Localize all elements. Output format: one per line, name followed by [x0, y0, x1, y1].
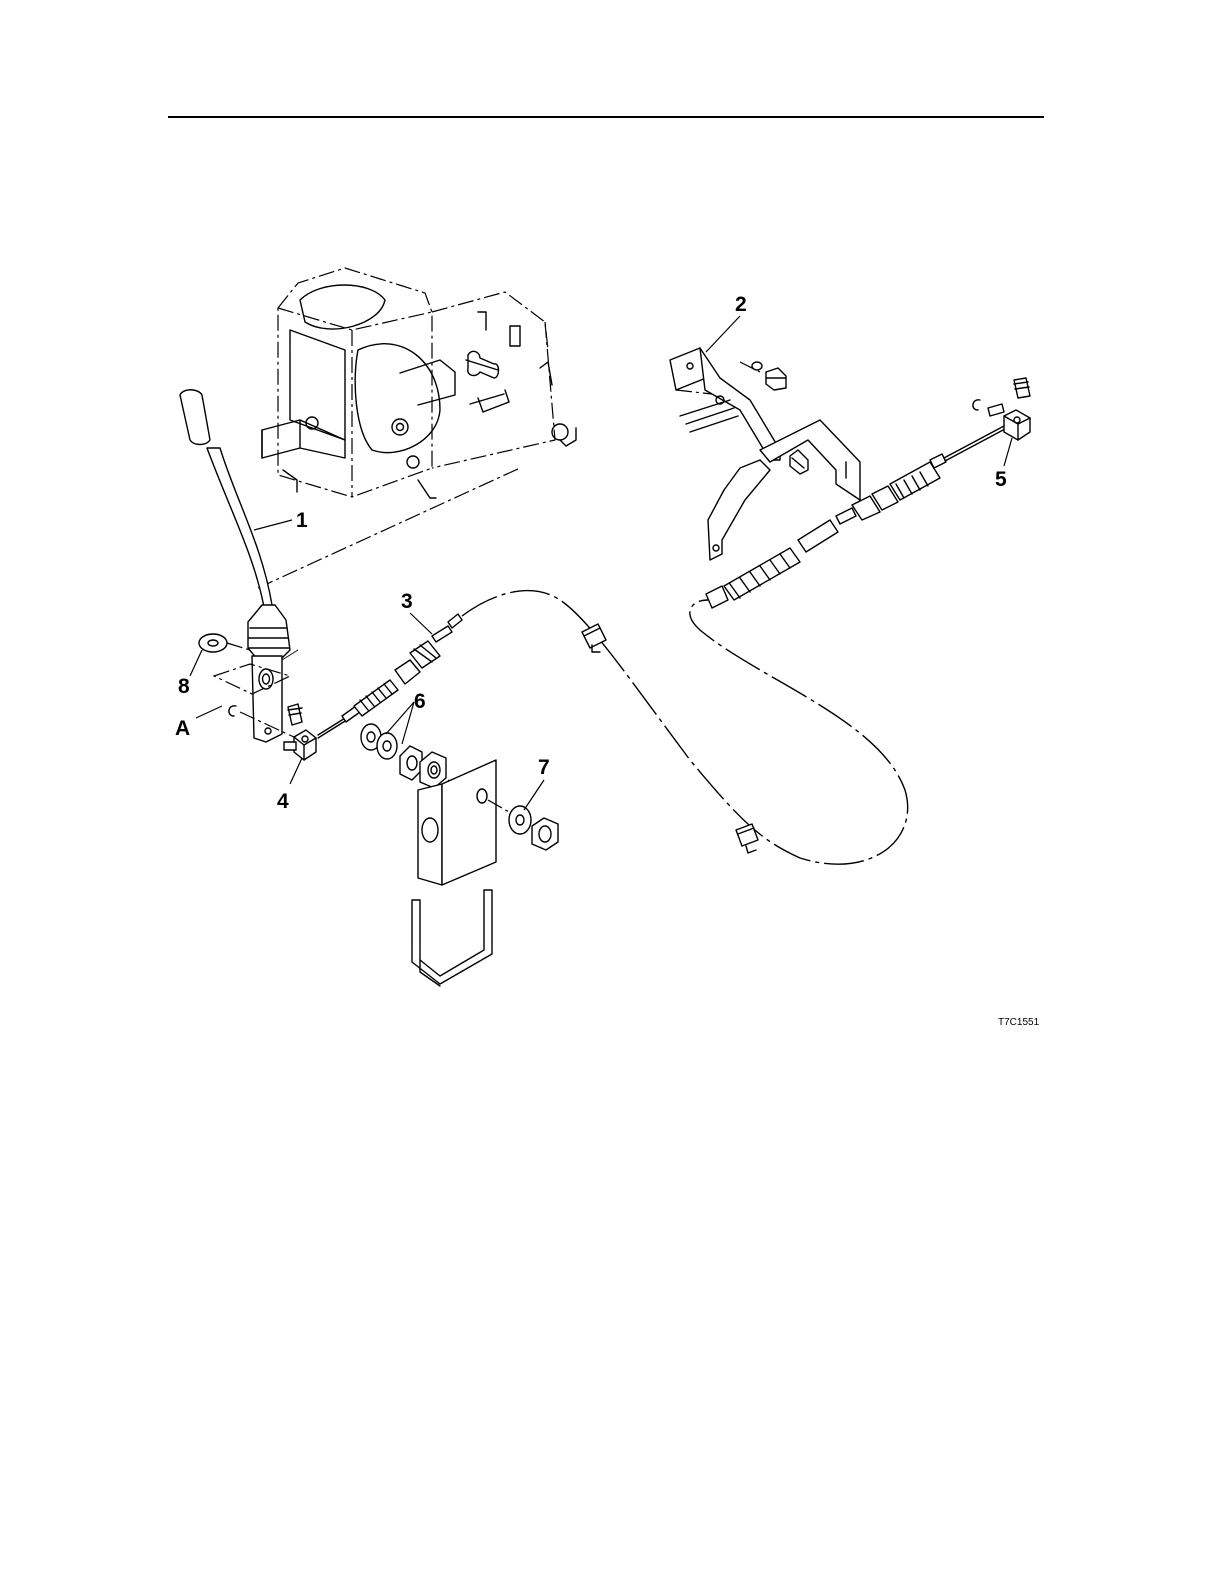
shift-cable-rear [706, 426, 1005, 608]
callout-4: 4 [277, 790, 289, 813]
callout-8: 8 [178, 675, 190, 698]
shift-cable-front [318, 614, 462, 738]
callout-7: 7 [538, 756, 550, 779]
figure-id: T7C1551 [998, 1017, 1040, 1028]
callout-1: 1 [296, 509, 308, 532]
callout-a: A [175, 717, 190, 740]
cable-mount-bracket [412, 760, 496, 986]
shift-lever [180, 390, 298, 742]
callout-2: 2 [735, 293, 747, 316]
washers-6 [361, 724, 397, 759]
bracket-bolt [740, 362, 786, 390]
jam-nuts [400, 746, 446, 788]
transmission-housing [262, 268, 576, 498]
callout-5: 5 [995, 468, 1007, 491]
washer-7 [488, 800, 558, 850]
cable-clamp-lower [736, 824, 758, 853]
callout-6: 6 [414, 690, 426, 713]
cable-clamp-upper [582, 624, 606, 652]
ball-joint-4 [284, 704, 316, 760]
callout-3: 3 [401, 590, 413, 613]
washer-8 [199, 634, 250, 652]
